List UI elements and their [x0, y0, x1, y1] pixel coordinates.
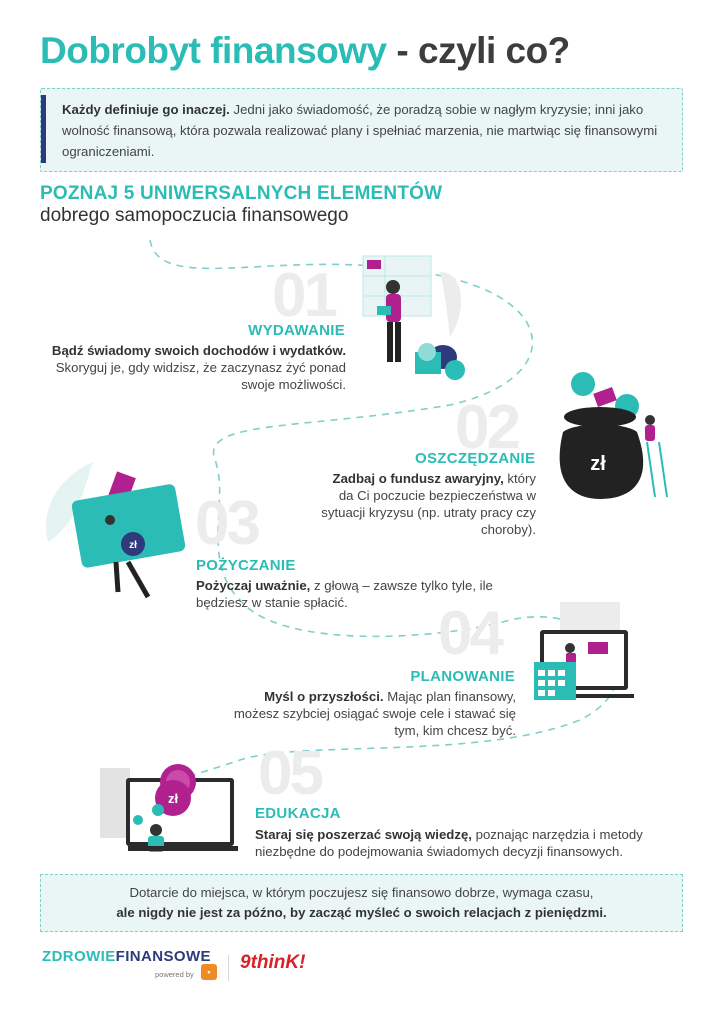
svg-text:zł: zł: [168, 791, 179, 806]
person-at-desk-icon: zł: [100, 764, 238, 852]
section-subheading: dobrego samopoczucia finansowego: [40, 205, 349, 226]
step-number-01: 01: [272, 261, 338, 330]
think-logo: 9thinK!: [240, 952, 306, 973]
woman-with-coins-icon: [362, 255, 465, 380]
brand-logo: ZDROWIEFINANSOWE: [42, 948, 211, 965]
step-number-03: 03: [195, 489, 261, 558]
step-number-05: 05: [258, 739, 324, 808]
summary-panel: Dotarcie do miejsca, w którym poczujesz …: [40, 874, 683, 932]
section-text-pozyczanie: Pożyczaj uważnie, z głową – zawsze tylko…: [196, 578, 493, 610]
partner-logo-icon: •: [201, 964, 217, 980]
section-text-oszczedzanie: Zadbaj o fundusz awaryjny, który da Ci p…: [321, 471, 536, 537]
section-title-pozyczanie: POŻYCZANIE: [196, 557, 296, 574]
person-carrying-card-icon: zł: [46, 462, 186, 599]
intro-accent-bar: [41, 95, 46, 163]
logo-divider: [228, 955, 229, 981]
money-bag-icon: zł: [559, 372, 668, 499]
section-title-edukacja: EDUKACJA: [255, 805, 341, 822]
section-text-planowanie: Myśl o przyszłości. Mając plan finansowy…: [233, 689, 516, 738]
section-title-oszczedzanie: OSZCZĘDZANIE: [415, 450, 536, 467]
step-number-04: 04: [438, 599, 504, 668]
section-title-wydawanie: WYDAWANIE: [248, 322, 345, 339]
page-title: Dobrobyt finansowy - czyli co?: [40, 30, 570, 71]
summary-line-1: Dotarcie do miejsca, w którym poczujesz …: [129, 885, 594, 900]
svg-text:zł: zł: [590, 453, 606, 475]
section-title-planowanie: PLANOWANIE: [410, 668, 515, 685]
section-heading: POZNAJ 5 UNIWERSALNYCH ELEMENTÓW: [40, 183, 443, 204]
svg-text:zł: zł: [129, 540, 137, 551]
intro-text: Każdy definiuje go inaczej. Jedni jako ś…: [62, 102, 658, 159]
intro-panel: Każdy definiuje go inaczej. Jedni jako ś…: [40, 88, 683, 172]
laptop-calendar-icon: [534, 602, 634, 700]
step-number-02: 02: [455, 393, 521, 462]
powered-by-label: powered by: [155, 970, 194, 979]
section-text-wydawanie: Bądź świadomy swoich dochodów i wydatków…: [51, 343, 346, 392]
summary-line-2: ale nigdy nie jest za późno, by zacząć m…: [116, 905, 607, 920]
section-text-edukacja: Staraj się poszerzać swoją wiedzę, pozna…: [255, 827, 643, 859]
